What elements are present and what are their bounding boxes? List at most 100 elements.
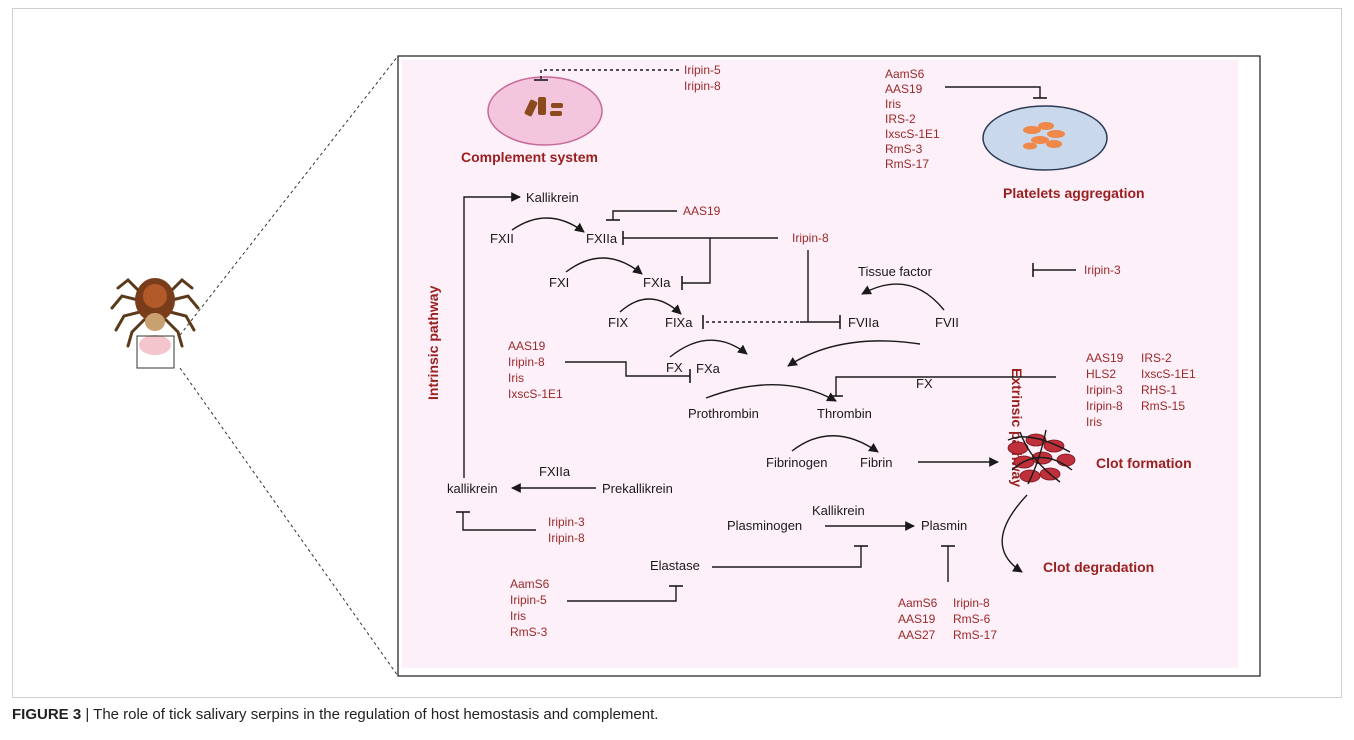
figure-caption: FIGURE 3 | The role of tick salivary ser… [12,706,658,723]
fix-activation-arrow [619,298,682,315]
factor-kallikrein-top: Kallikrein [526,190,579,205]
factor-fxiia: FXIIa [586,231,618,246]
inhibitor-thrombin-a-5: Iris [1086,415,1102,429]
factor-fxii: FXII [490,231,514,246]
inhibitor-platelets-7: RmS-17 [885,157,929,171]
inhibitor-kallikrein-2: Iripin-8 [548,531,585,545]
title-clot-degradation: Clot degradation [1043,559,1154,575]
factor-elastase: Elastase [650,558,700,573]
inhibitor-plasmin-b-1: Iripin-8 [953,596,990,610]
inhibitor-complement-1: Iripin-5 [684,63,721,77]
inhibitor-platelets-1: AamS6 [885,67,925,81]
elastase-inhibition-line [567,586,677,602]
inhibitor-fxa-3: Iris [508,371,524,385]
inhibitor-plasmin-a-2: AAS19 [898,612,936,626]
inhibitor-thrombin-b-4: RmS-15 [1141,399,1185,413]
platelet-inhibitors: AamS6 AAS19 Iris IRS-2 IxscS-1E1 RmS-3 R… [885,67,940,171]
factor-fx-right: FX [916,376,933,391]
factor-fxia: FXIa [643,275,671,290]
factor-kallikrein-plasmin: Kallikrein [812,503,865,518]
inhibitor-platelets-2: AAS19 [885,82,923,96]
inhibitor-thrombin-a-1: AAS19 [1086,351,1124,365]
fxii-activation-arrow [511,217,585,233]
inhibitor-thrombin-a-2: HLS2 [1086,367,1116,381]
thrombin-inhibitors: AAS19 HLS2 Iripin-3 Iripin-8 Iris IRS-2 … [1086,351,1196,429]
fvii-activation-arrow [861,283,945,311]
tick-icon [110,277,200,355]
zoom-guide-top [179,55,399,336]
inhibitor-platelets-4: IRS-2 [885,112,916,126]
inhibitor-elastase-3: Iris [510,609,526,623]
inhibitor-plasmin-b-3: RmS-17 [953,628,997,642]
inhibitor-plasmin-a-3: AAS27 [898,628,936,642]
tick-bite-highlight [136,335,175,369]
factor-fxa: FXa [696,361,721,376]
factor-fixa: FIXa [665,315,693,330]
factor-fix: FIX [608,315,629,330]
iripin8-fxia-line [682,238,711,284]
factor-fviia: FVIIa [848,315,880,330]
caption-label: FIGURE 3 [12,706,82,723]
factor-fxiia-lower: FXIIa [539,464,571,479]
title-intrinsic: Intrinsic pathway [425,285,441,400]
thrombin-inhibition-line [835,376,1056,396]
factor-fibrinogen: Fibrinogen [766,455,827,470]
inhibitor-fxa-1: AAS19 [508,339,546,353]
inhibitor-plasmin-b-2: RmS-6 [953,612,991,626]
factor-tissue-factor: Tissue factor [858,264,933,279]
elastase-line [712,546,862,568]
inhibitor-elastase-1: AamS6 [510,577,550,591]
factor-plasmin: Plasmin [921,518,967,533]
platelet-inhibition-line [945,86,1041,98]
factor-thrombin: Thrombin [817,406,872,421]
complement-cell-icon [487,76,603,146]
kallikrein-inhibition-line [462,512,536,531]
figure-frame [12,8,1342,698]
clot-degradation-arrow [1001,494,1028,573]
inhibitor-thrombin-a-3: Iripin-3 [1086,383,1123,397]
plasmin-inhibitors: AamS6 AAS19 AAS27 Iripin-8 RmS-6 RmS-17 [898,596,997,642]
fx-intrinsic-activation-arrow [669,339,748,358]
fxa-inhibitors: AAS19 Iripin-8 Iris IxscS-1E1 [508,339,563,401]
factor-fx-left: FX [666,360,683,375]
caption-separator: | [81,706,94,723]
factor-prekallikrein: Prekallikrein [602,481,673,496]
title-platelets: Platelets aggregation [1003,185,1145,201]
blood-clot-icon [1007,429,1076,485]
inhibitor-elastase-4: RmS-3 [510,625,548,639]
kallikrein-feedback-arrow [463,192,521,478]
fxa-inhibition-line [565,361,690,377]
complement-inhibition-line [540,69,679,80]
title-complement: Complement system [461,149,598,165]
factor-prothrombin: Prothrombin [688,406,759,421]
inhibitor-platelets-5: IxscS-1E1 [885,127,940,141]
inhibitor-plasmin-a-1: AamS6 [898,596,938,610]
platelet-icon [982,105,1108,171]
inhibitor-platelets-6: RmS-3 [885,142,923,156]
factor-fvii: FVII [935,315,959,330]
caption-text: The role of tick salivary serpins in the… [93,706,659,723]
factor-kallikrein-lower: kallikrein [447,481,498,496]
inhibitor-fxiia: AAS19 [683,204,721,218]
inhibitor-thrombin-b-2: IxscS-1E1 [1141,367,1196,381]
aas19-fxiia-line [612,210,677,220]
inhibitor-thrombin-b-1: IRS-2 [1141,351,1172,365]
prothrombin-activation-arrow [705,384,837,402]
fibrinogen-conversion-arrow [791,435,879,453]
fxi-activation-arrow [565,257,643,275]
title-extrinsic: Extrinsic pathway [1009,368,1025,487]
fx-extrinsic-activation-arrow [787,340,921,367]
inhibitor-elastase-2: Iripin-5 [510,593,547,607]
inhibitor-fxa-4: IxscS-1E1 [508,387,563,401]
inhibitor-thrombin-b-3: RHS-1 [1141,383,1177,397]
inhibitor-thrombin-a-4: Iripin-8 [1086,399,1123,413]
inhibitor-fxiia-fxia: Iripin-8 [792,231,829,245]
factor-fibrin: Fibrin [860,455,893,470]
title-clot-formation: Clot formation [1096,455,1192,471]
inhibitor-complement-2: Iripin-8 [684,79,721,93]
zoom-guide-bottom [179,367,399,677]
inhibitor-fxa-2: Iripin-8 [508,355,545,369]
elastase-inhibitors: AamS6 Iripin-5 Iris RmS-3 [510,577,550,639]
inhibitor-extrinsic: Iripin-3 [1084,263,1121,277]
factor-plasminogen: Plasminogen [727,518,802,533]
